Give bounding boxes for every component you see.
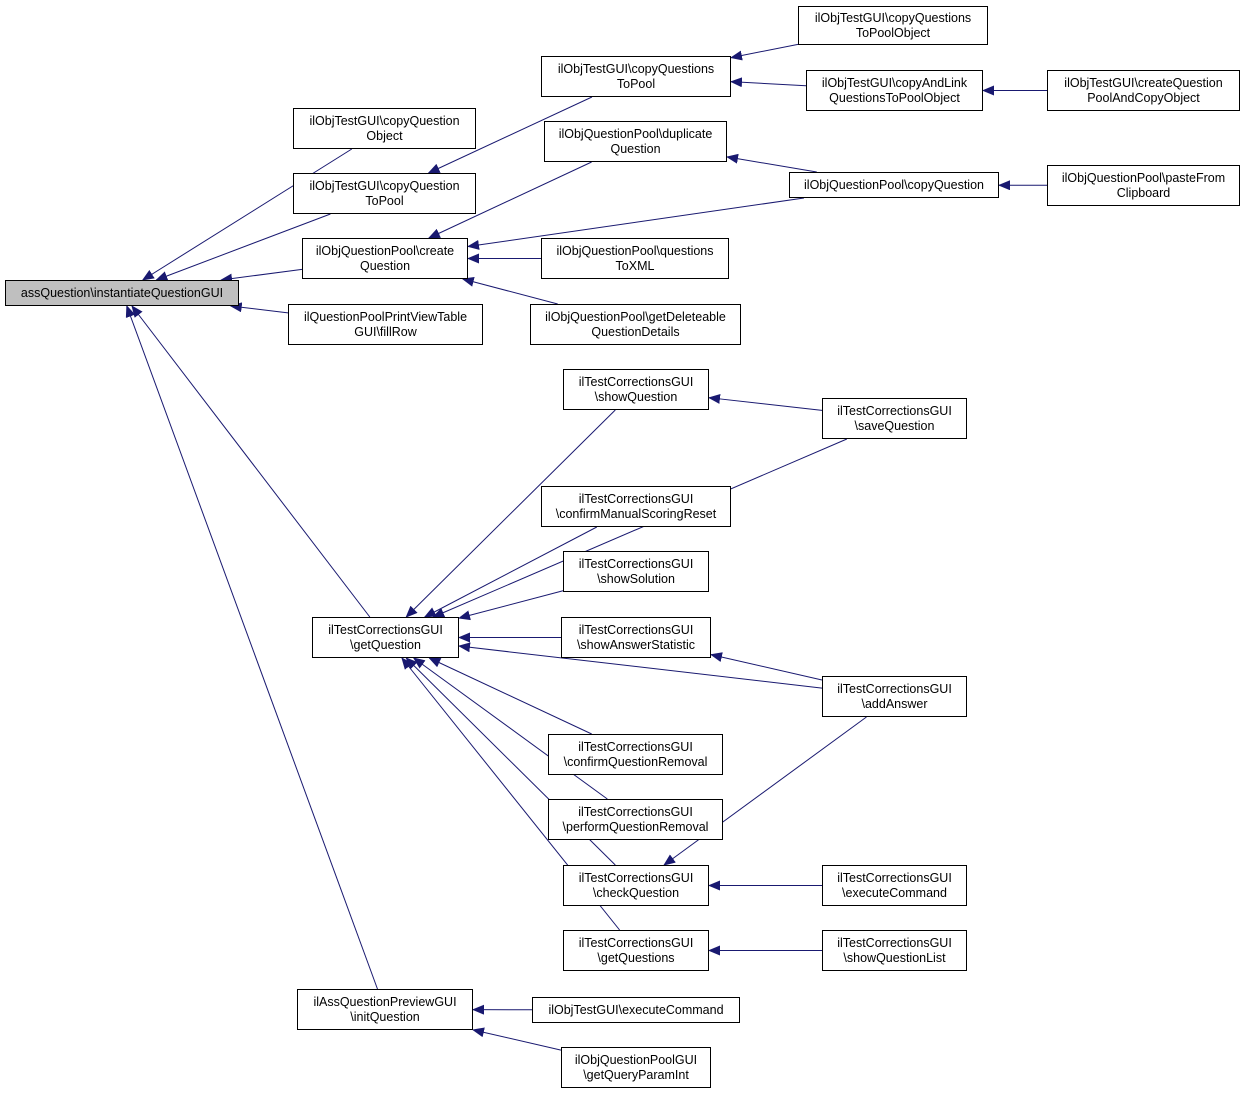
edge-showSolution-to-getQuestion	[458, 590, 564, 621]
node-perform-question-removal[interactable]: ilTestCorrectionsGUI\performQuestionRemo…	[548, 799, 723, 840]
edge-showQuestion-to-getQuestion	[405, 409, 616, 618]
node-corrections-execute-command[interactable]: ilTestCorrectionsGUI\executeCommand	[822, 865, 967, 906]
edge-saveQuestion-to-showQuestion	[708, 393, 823, 411]
node-objtest-execute-command[interactable]: ilObjTestGUI\executeCommand	[532, 997, 740, 1023]
edge-copyAndLinkQuestionsToPoolObject-to-copyQuestionsToPool	[730, 77, 807, 88]
edge-copyQuestionsToPoolObject-to-copyQuestionsToPool	[730, 43, 799, 61]
edge-getDeleteableQuestionDetails-to-createQuestion	[461, 276, 558, 305]
edge-getQueryParamInt-to-initQuestion	[472, 1027, 562, 1051]
edge-addAnswer-to-checkQuestion	[663, 716, 867, 866]
edge-copyQuestion-to-createQuestion	[467, 197, 805, 250]
node-get-questions[interactable]: ilTestCorrectionsGUI\getQuestions	[563, 930, 709, 971]
node-copy-question[interactable]: ilObjQuestionPool\copyQuestion	[789, 172, 999, 198]
node-init-question[interactable]: ilAssQuestionPreviewGUI\initQuestion	[297, 989, 473, 1030]
edge-getQuestion-to-root	[131, 305, 371, 618]
edge-copyQuestionsToPool-to-copyQuestionToPool	[427, 96, 593, 174]
node-save-question[interactable]: ilTestCorrectionsGUI\saveQuestion	[822, 398, 967, 439]
node-show-answer-statistic[interactable]: ilTestCorrectionsGUI\showAnswerStatistic	[561, 617, 711, 658]
edge-performQuestionRemoval-to-getQuestion	[412, 657, 608, 800]
node-show-question[interactable]: ilTestCorrectionsGUI\showQuestion	[563, 369, 709, 410]
edge-saveQuestion-to-getQuestion	[432, 438, 848, 618]
node-get-question[interactable]: ilTestCorrectionsGUI\getQuestion	[312, 617, 459, 658]
edge-copyQuestionObject-to-root	[141, 148, 353, 281]
node-confirm-manual-scoring-reset[interactable]: ilTestCorrectionsGUI\confirmManualScorin…	[541, 486, 731, 527]
node-check-question[interactable]: ilTestCorrectionsGUI\checkQuestion	[563, 865, 709, 906]
edge-addAnswer-to-showAnswerStatistic	[710, 652, 823, 681]
node-show-question-list[interactable]: ilTestCorrectionsGUI\showQuestionList	[822, 930, 967, 971]
edge-confirmManualScoringReset-to-getQuestion	[423, 526, 598, 618]
node-show-solution[interactable]: ilTestCorrectionsGUI\showSolution	[563, 551, 709, 592]
edge-copyQuestion-to-duplicateQuestion	[726, 153, 817, 173]
node-get-query-param-int[interactable]: ilObjQuestionPoolGUI\getQueryParamInt	[561, 1047, 711, 1088]
node-root: assQuestion\instantiateQuestionGUI	[5, 280, 239, 306]
edge-confirmQuestionRemoval-to-getQuestion	[428, 657, 592, 735]
node-add-answer[interactable]: ilTestCorrectionsGUI\addAnswer	[822, 676, 967, 717]
node-confirm-question-removal[interactable]: ilTestCorrectionsGUI\confirmQuestionRemo…	[548, 734, 723, 775]
edge-duplicateQuestion-to-createQuestion	[427, 161, 592, 239]
edge-initQuestion-to-root	[125, 305, 378, 990]
edge-copyQuestionToPool-to-root	[155, 213, 331, 281]
edge-addAnswer-to-getQuestion	[458, 642, 823, 689]
edge-createQuestion-to-root	[220, 268, 303, 284]
edge-fillRow-to-root	[229, 302, 289, 314]
